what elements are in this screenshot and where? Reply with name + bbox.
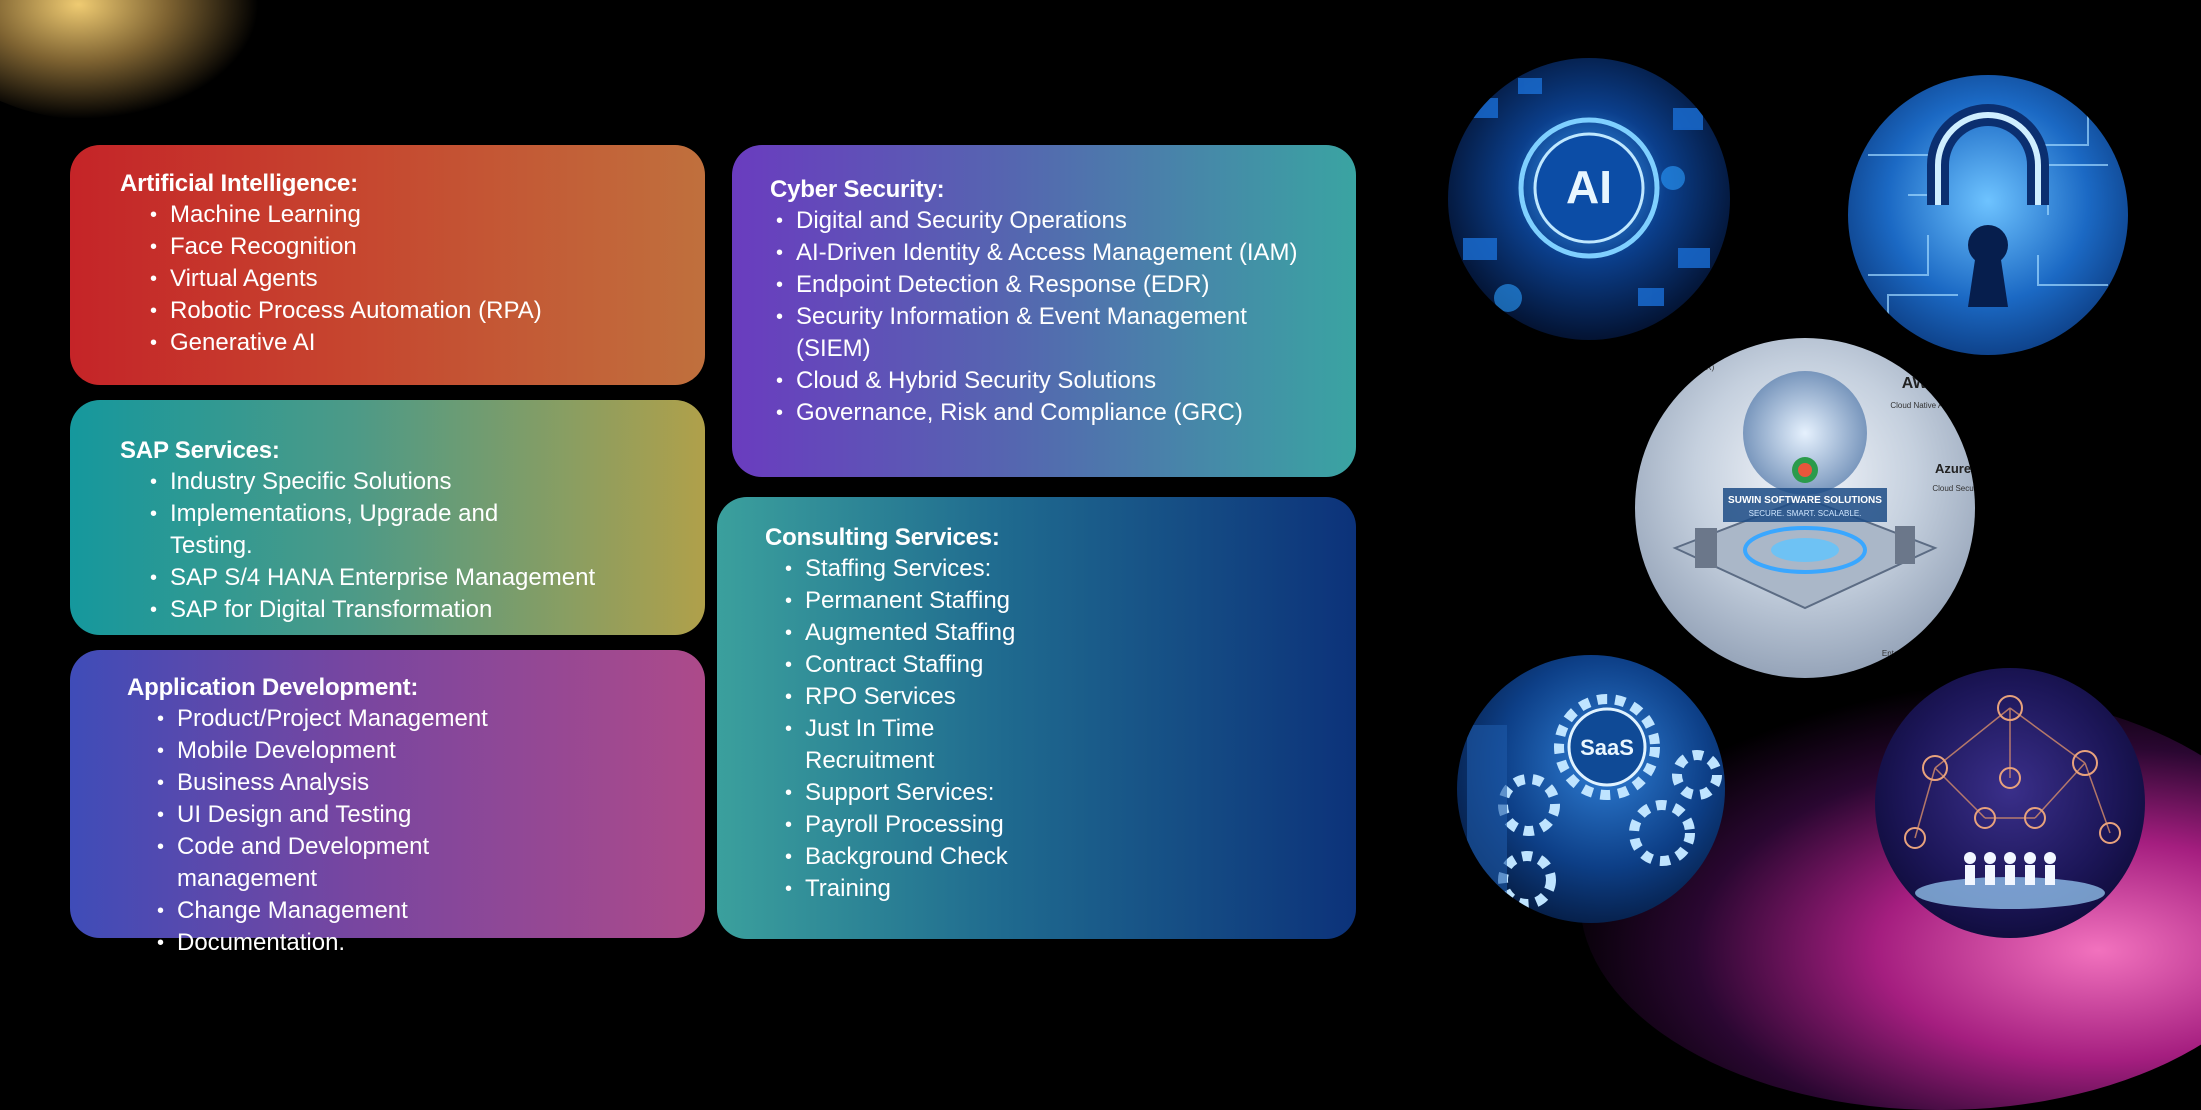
list-item: Staffing Services:: [785, 553, 1308, 585]
network-people-image: [1875, 668, 2145, 938]
center-tagline-label: SECURE. SMART. SCALABLE.: [1749, 509, 1862, 518]
list-item: RPO Services: [785, 681, 1308, 713]
app-dev-title: Application Development:: [127, 674, 419, 701]
ai-brain-image: AI: [1448, 58, 1730, 340]
cyber-security-card: Cyber Security: Digital and Security Ope…: [732, 145, 1356, 477]
list-item: AI-Driven Identity & Access Management (…: [776, 237, 1318, 269]
yellow-glow: [0, 0, 260, 120]
list-item: SAP S/4 HANA Enterprise Management: [150, 562, 655, 594]
list-item: Industry Specific Solutions: [150, 466, 655, 498]
ai-list: Machine Learning Face Recognition Virtua…: [120, 199, 655, 359]
consulting-card: Consulting Services: Staffing Services: …: [717, 497, 1356, 939]
list-item: Digital and Security Operations: [776, 205, 1318, 237]
list-item: Support Services:: [785, 777, 1308, 809]
list-item: Just In Time Recruitment: [785, 713, 1005, 777]
list-item: Cloud & Hybrid Security Solutions: [776, 365, 1318, 397]
list-item: Change Management: [157, 895, 648, 927]
center-azure-label: Azure: [1935, 461, 1971, 476]
list-item: Product/Project Management: [157, 703, 648, 735]
list-item: Mobile Development: [157, 735, 648, 767]
center-cloud-security-label: Cloud Secu: [1932, 484, 1973, 493]
list-item: Generative AI: [150, 327, 655, 359]
list-item: Endpoint Detection & Response (EDR): [776, 269, 1318, 301]
list-item: Virtual Agents: [150, 263, 655, 295]
consulting-title: Consulting Services:: [765, 524, 1000, 551]
app-dev-list: Product/Project Management Mobile Develo…: [127, 703, 648, 959]
list-item: Implementations, Upgrade and Testing.: [150, 498, 550, 562]
center-brand-label: SUWIN SOFTWARE SOLUTIONS: [1728, 495, 1882, 506]
list-item: Payroll Processing: [785, 809, 1308, 841]
list-item: Training: [785, 873, 1308, 905]
list-item: Robotic Process Automation (RPA): [150, 295, 655, 327]
list-item: Documentation.: [157, 927, 648, 959]
ai-card: Artificial Intelligence: Machine Learnin…: [70, 145, 705, 385]
list-item: Background Check: [785, 841, 1308, 873]
list-item: Code and Development management: [157, 831, 477, 895]
ai-image-label: AI: [1566, 161, 1612, 213]
sap-card: SAP Services: Industry Specific Solution…: [70, 400, 705, 635]
list-item: Augmented Staffing: [785, 617, 1308, 649]
center-enterprise-label: Enterpr: [1882, 649, 1909, 658]
list-item: Permanent Staffing: [785, 585, 1308, 617]
saas-gears-image: SaaS: [1457, 655, 1725, 923]
app-dev-card: Application Development: Product/Project…: [70, 650, 705, 959]
sap-list: Industry Specific Solutions Implementati…: [120, 466, 655, 626]
saas-image-label: SaaS: [1580, 735, 1634, 760]
list-item: SAP for Digital Transformation: [150, 594, 655, 626]
center-aws-label: AWS: [1902, 375, 1939, 392]
cyber-title: Cyber Security:: [770, 176, 945, 203]
cyber-list: Digital and Security Operations AI-Drive…: [770, 205, 1318, 429]
list-item: Governance, Risk and Compliance (GRC): [776, 397, 1318, 429]
center-edr-label: n & Response (EDR): [1640, 363, 1715, 372]
keyhole-security-image: [1848, 75, 2128, 355]
consulting-list: Staffing Services: Permanent Staffing Au…: [765, 553, 1308, 905]
center-cloud-native-label: Cloud Native Applic: [1890, 401, 1959, 410]
center-cloud-platform-image: SUWIN SOFTWARE SOLUTIONS SECURE. SMART. …: [1635, 338, 1975, 678]
sap-title: SAP Services:: [120, 437, 280, 464]
list-item: Security Information & Event Management …: [776, 301, 1318, 365]
list-item: Face Recognition: [150, 231, 655, 263]
list-item: Contract Staffing: [785, 649, 1308, 681]
ai-title: Artificial Intelligence:: [120, 170, 358, 197]
list-item: Business Analysis: [157, 767, 648, 799]
list-item: Machine Learning: [150, 199, 655, 231]
list-item: UI Design and Testing: [157, 799, 648, 831]
